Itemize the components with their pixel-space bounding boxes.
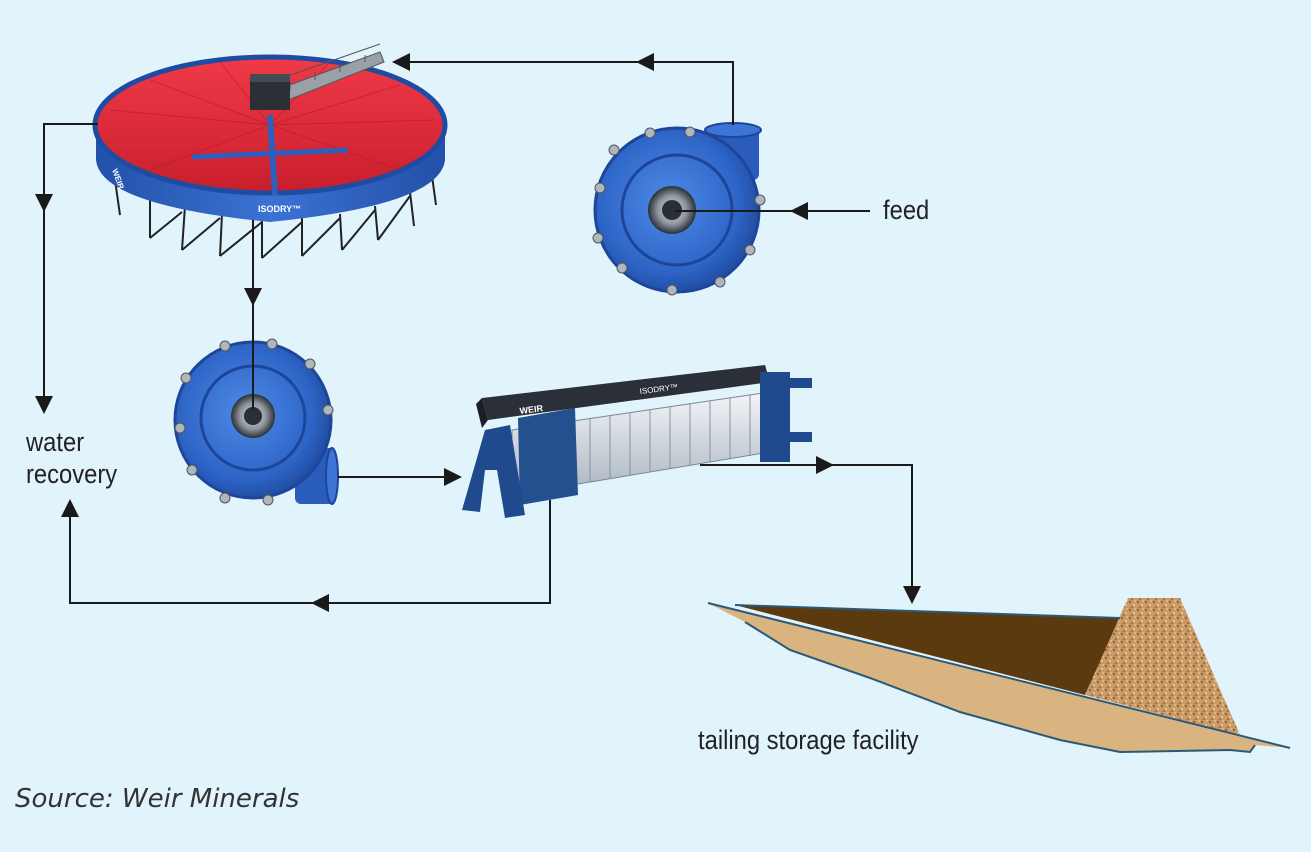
press-inlet-arrowhead	[444, 468, 462, 486]
feed-pump-icon	[592, 122, 766, 296]
filter-press-tag-label: WEIR	[519, 403, 544, 416]
underflow-arrowhead	[244, 288, 262, 306]
thickener-inlet-arrowhead	[392, 53, 410, 71]
tailings-arrowhead	[903, 586, 921, 604]
filtrate-return-arrowhead	[61, 499, 79, 517]
water-recovery-arrowhead	[35, 396, 53, 414]
tailing-storage-label: tailing storage facility	[698, 725, 919, 755]
thickener-tank-icon: ISODRY™ WEIR	[92, 43, 448, 259]
source-caption: Source: Weir Minerals	[15, 784, 300, 814]
feed-label: feed	[883, 195, 930, 225]
feed-arrowhead	[790, 202, 808, 220]
thickener-brand-label: ISODRY™	[258, 204, 301, 214]
filter-press-icon: ISODRY™ WEIR	[462, 365, 812, 518]
filter-feed-pump-icon	[173, 338, 339, 506]
overflow-arrowhead-mid	[35, 194, 53, 212]
pump-to-thickener-line	[394, 61, 734, 125]
pump-discharge-arrowhead-mid	[636, 53, 654, 71]
filtrate-line	[69, 500, 551, 604]
water-recovery-line1: water	[26, 427, 85, 457]
filtrate-arrowhead-mid	[311, 594, 329, 612]
cake-arrowhead-mid	[816, 456, 834, 474]
cake-line	[700, 464, 913, 602]
flow-arrows	[43, 61, 913, 604]
water-recovery-line2: recovery	[26, 459, 118, 489]
tailing-dam-icon	[707, 598, 1291, 754]
water-recovery-label: water recovery	[26, 426, 117, 490]
overflow-line	[43, 123, 98, 412]
arrow-heads	[35, 53, 921, 612]
